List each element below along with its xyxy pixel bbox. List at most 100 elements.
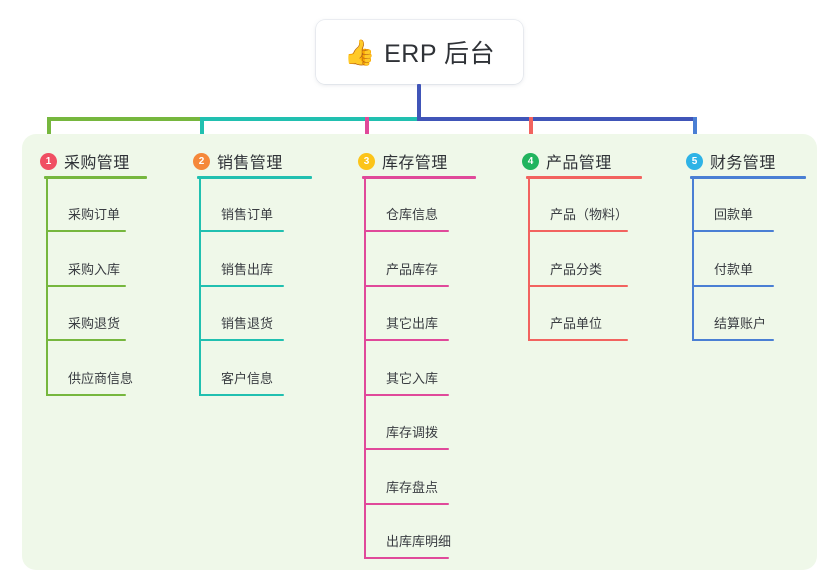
branch-leaf-rule	[364, 448, 449, 450]
branch-header-5[interactable]: 5 财务管理	[668, 146, 776, 176]
branch-title: 销售管理	[217, 155, 283, 172]
branch-leaf-item[interactable]: 客户信息	[199, 370, 284, 396]
branch-leaf-label: 回款单	[714, 207, 754, 222]
branch-leaf-rule	[46, 339, 126, 341]
branch-leaf-item[interactable]: 采购订单	[46, 206, 126, 232]
branch-leaf-label: 库存盘点	[386, 479, 439, 495]
branch-leaf-label: 产品分类	[550, 261, 603, 277]
branch-drop-2	[200, 117, 204, 140]
branch-leaf-item[interactable]: 产品库存	[364, 261, 449, 287]
branch-drop-4	[529, 117, 533, 140]
branch-leaf-item[interactable]: 仓库信息	[364, 206, 449, 232]
branch-leaf-label: 库存调拨	[386, 425, 439, 440]
branch-leaf-rule	[364, 557, 449, 559]
branch-leaf-rule	[364, 339, 449, 341]
branch-leaf-item[interactable]: 回款单	[692, 206, 774, 232]
branch-title: 财务管理	[710, 155, 776, 172]
branch-leaf-item[interactable]: 其它出库	[364, 315, 449, 341]
branch-leaf-rule	[46, 230, 126, 232]
branch-leaf-rule	[364, 502, 449, 505]
branch-leaf-label: 采购订单	[68, 207, 121, 222]
branch-header-rule	[362, 176, 476, 179]
branch-leaf-rule	[528, 230, 628, 232]
branch-title: 产品管理	[546, 155, 612, 172]
branch-leaf-item[interactable]: 采购退货	[46, 315, 126, 341]
root-node-title: ERP 后台	[384, 40, 496, 68]
branch-leaf-item[interactable]: 销售订单	[199, 206, 284, 232]
branch-leaf-item[interactable]: 产品单位	[528, 315, 628, 341]
branch-number-badge: 2	[193, 152, 210, 170]
branch-leaf-item[interactable]: 产品分类	[528, 261, 628, 287]
branch-leaf-label: 付款单	[714, 261, 754, 277]
branch-header-rule	[44, 176, 147, 179]
root-node[interactable]: 👍 ERP 后台	[316, 20, 523, 84]
branch-drop-5	[693, 117, 697, 140]
branch-leaf-rule	[692, 284, 774, 287]
branch-number-badge: 3	[358, 152, 375, 170]
branch-leaf-item[interactable]: 销售退货	[199, 315, 284, 341]
branch-leaf-item[interactable]: 销售出库	[199, 261, 284, 287]
branch-header-1[interactable]: 1 采购管理	[22, 146, 130, 176]
branch-header-3[interactable]: 3 库存管理	[340, 146, 448, 176]
bus-segment-green	[47, 117, 202, 121]
branch-drop-3	[365, 117, 369, 140]
branch-leaf-label: 销售退货	[221, 316, 274, 331]
branch-leaf-label: 采购入库	[68, 261, 121, 277]
branch-header-rule	[690, 176, 806, 179]
branch-leaf-label: 采购退货	[68, 316, 121, 331]
branch-leaf-item[interactable]: 其它入库	[364, 370, 449, 396]
branch-spine	[199, 179, 201, 396]
branch-leaf-rule	[199, 339, 284, 341]
branch-number-badge: 5	[686, 152, 703, 170]
branch-leaf-item[interactable]: 结算账户	[692, 315, 774, 341]
branch-leaf-item[interactable]: 库存调拨	[364, 424, 449, 450]
branch-leaf-rule	[364, 230, 449, 232]
branch-leaf-rule	[692, 339, 774, 341]
branch-leaf-item[interactable]: 付款单	[692, 261, 774, 287]
branch-spine	[364, 179, 366, 559]
branch-leaf-label: 销售订单	[221, 207, 274, 222]
branch-header-rule	[197, 176, 312, 179]
branch-leaf-rule	[528, 284, 628, 287]
bus-segment-teal	[200, 117, 421, 121]
branch-number-badge: 1	[40, 152, 57, 170]
branch-leaf-label: 产品单位	[550, 316, 603, 331]
branch-leaf-rule	[199, 393, 284, 396]
thumbs-up-icon: 👍	[343, 38, 376, 67]
branch-leaf-item[interactable]: 出库库明细	[364, 533, 451, 559]
branch-leaf-rule	[46, 284, 126, 287]
branch-leaf-label: 其它入库	[386, 370, 439, 386]
branch-leaf-item[interactable]: 产品（物料）	[528, 206, 628, 232]
branch-leaf-rule	[364, 284, 449, 287]
branch-header-2[interactable]: 2 销售管理	[175, 146, 283, 176]
branch-leaf-label: 产品（物料）	[550, 207, 629, 222]
branch-leaf-rule	[46, 393, 126, 396]
branch-spine	[692, 179, 694, 341]
branch-spine	[46, 179, 48, 396]
branch-leaf-rule	[692, 230, 774, 232]
branch-drop-1	[47, 117, 51, 140]
branch-title: 采购管理	[64, 155, 130, 172]
branch-leaf-label: 仓库信息	[386, 207, 439, 222]
branch-leaf-rule	[364, 393, 449, 396]
branch-leaf-item[interactable]: 库存盘点	[364, 479, 449, 505]
bus-segment-blue	[417, 117, 697, 121]
branch-leaf-rule	[199, 230, 284, 232]
branch-leaf-label: 结算账户	[714, 316, 767, 331]
branch-leaf-rule	[199, 284, 284, 287]
branch-leaf-item[interactable]: 采购入库	[46, 261, 126, 287]
branch-leaf-label: 出库库明细	[386, 534, 452, 549]
branch-spine	[528, 179, 530, 341]
branch-title: 库存管理	[382, 155, 448, 172]
branch-leaf-label: 其它出库	[386, 316, 439, 331]
branch-leaf-rule	[528, 339, 628, 341]
branch-leaf-label: 产品库存	[386, 261, 439, 277]
root-trunk-line	[417, 84, 421, 121]
branch-leaf-label: 客户信息	[221, 370, 274, 386]
branch-leaf-label: 供应商信息	[68, 370, 134, 386]
branch-leaf-label: 销售出库	[221, 261, 274, 277]
branch-leaf-item[interactable]: 供应商信息	[46, 370, 133, 396]
branch-header-rule	[526, 176, 642, 179]
